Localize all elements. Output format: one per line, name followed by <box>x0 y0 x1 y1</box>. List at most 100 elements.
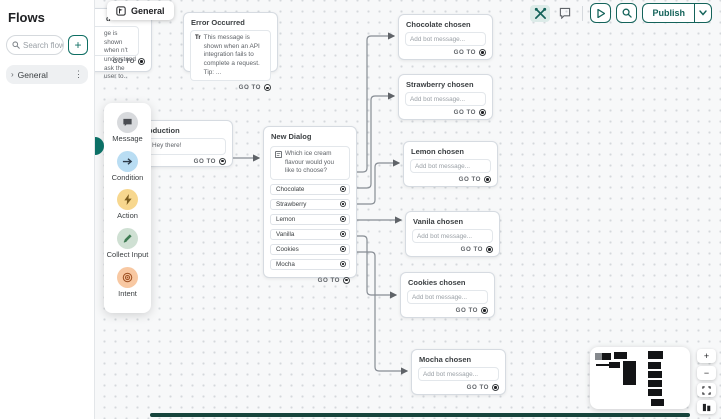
flows-sidebar: Flows Search flows + › General ⋮ <box>0 0 95 419</box>
bot-message-input[interactable]: Add bot message... <box>405 32 486 46</box>
comment-icon <box>560 7 571 19</box>
node-message[interactable]: Tr This message is shown when an API int… <box>190 30 271 82</box>
goto-port[interactable] <box>479 109 486 116</box>
lightning-icon <box>117 189 138 211</box>
option-port[interactable] <box>340 216 346 222</box>
node-title: Error Occurred <box>191 18 245 27</box>
zoom-out-button[interactable]: − <box>697 366 716 380</box>
fit-view-button[interactable] <box>697 383 716 397</box>
node-mocha-chosen[interactable]: Mocha chosen Add bot message... GO TO <box>411 349 506 395</box>
bot-message-input[interactable]: Add bot message... <box>407 290 488 304</box>
bot-message-input[interactable]: Add bot message... <box>410 159 491 173</box>
horizontal-scrollbar[interactable] <box>150 413 690 417</box>
minimap-node-block <box>651 399 664 406</box>
dialog-option[interactable]: Vanilla <box>270 228 350 240</box>
bot-message-input[interactable]: Add bot message... <box>405 92 486 106</box>
minimap-node-block <box>609 362 620 368</box>
goto-port[interactable] <box>479 49 486 56</box>
option-label: Vanilla <box>276 230 295 238</box>
option-port[interactable] <box>340 246 346 252</box>
layout-toggle-button[interactable] <box>697 400 716 414</box>
node-lemon-chosen[interactable]: Lemon chosen Add bot message... GO TO <box>403 141 498 187</box>
palette-label: Condition <box>111 172 144 182</box>
option-port[interactable] <box>340 201 346 207</box>
node-new-dialog[interactable]: New Dialog Which ice cream flavour would… <box>263 126 357 284</box>
tab-general[interactable]: General <box>107 1 174 20</box>
goto-port[interactable] <box>138 58 145 65</box>
minimap-node-block <box>648 362 661 369</box>
goto-label: GO TO <box>112 58 135 65</box>
pencil-icon <box>116 227 138 249</box>
flow-tab-icon <box>116 5 126 16</box>
dialog-option[interactable]: Mocha <box>270 258 350 270</box>
minimap-node-block <box>648 351 663 359</box>
search-canvas-button[interactable] <box>616 3 638 23</box>
goto-port[interactable] <box>484 176 491 183</box>
publish-button[interactable]: Publish <box>652 8 685 18</box>
dialog-option[interactable]: Cookies <box>270 243 350 255</box>
goto-port[interactable] <box>264 84 271 92</box>
dialog-option[interactable]: Lemon <box>270 213 350 225</box>
zoom-in-button[interactable]: + <box>697 349 716 363</box>
palette-item-action[interactable]: Action <box>117 189 138 221</box>
question-box[interactable]: Which ice cream flavour would you like t… <box>270 146 350 180</box>
node-chocolate-chosen[interactable]: Chocolate chosen Add bot message... GO T… <box>398 14 493 60</box>
question-text: Which ice cream flavour would you like t… <box>285 150 335 174</box>
node-error-occurred[interactable]: Error Occurred Tr This message is shown … <box>183 12 278 92</box>
node-vanila-chosen[interactable]: Vanila chosen Add bot message... GO TO <box>405 211 500 257</box>
comments-button[interactable] <box>555 5 575 22</box>
node-strawberry-chosen[interactable]: Strawberry chosen Add bot message... GO … <box>398 74 493 120</box>
bot-message-input[interactable]: Add bot message... <box>418 367 499 381</box>
goto-label: GO TO <box>455 307 478 314</box>
minimap-node-block <box>596 364 609 366</box>
palette-item-condition[interactable]: Condition <box>111 150 144 183</box>
option-label: Mocha <box>276 260 295 268</box>
add-flow-button[interactable]: + <box>68 35 88 55</box>
node-title: New Dialog <box>271 132 312 141</box>
condition-arrow-icon <box>116 150 138 172</box>
minimap-node-block <box>623 361 636 385</box>
option-port[interactable] <box>340 231 346 237</box>
dialog-option[interactable]: Strawberry <box>270 198 350 210</box>
bot-message-input[interactable]: Add bot message... <box>412 229 493 243</box>
goto-port[interactable] <box>343 276 350 284</box>
sidebar-collapse-handle[interactable] <box>95 137 104 155</box>
goto-label: GO TO <box>238 84 261 92</box>
goto-label: GO TO <box>466 384 489 391</box>
option-port[interactable] <box>340 261 346 267</box>
goto-port[interactable] <box>492 384 499 391</box>
sidebar-item-general[interactable]: › General ⋮ <box>6 65 88 84</box>
connector-mocha <box>357 251 409 375</box>
option-label: Strawberry <box>276 200 307 208</box>
build-tools-button[interactable] <box>530 4 551 22</box>
kebab-menu-icon[interactable]: ⋮ <box>74 69 83 79</box>
flow-canvas[interactable]: d ge is shown when n't understand ask th… <box>95 0 721 419</box>
chevron-right-icon[interactable]: › <box>11 70 14 79</box>
option-port[interactable] <box>340 186 346 192</box>
palette-item-intent[interactable]: Intent <box>117 266 138 299</box>
goto-port[interactable] <box>219 157 226 165</box>
goto-port[interactable] <box>486 246 493 253</box>
node-title: Vanila chosen <box>413 217 464 226</box>
node-cookies-chosen[interactable]: Cookies chosen Add bot message... GO TO <box>400 272 495 318</box>
node-message[interactable]: Hey there! <box>147 138 226 155</box>
palette-item-message[interactable]: Message <box>112 112 143 144</box>
layout-icon <box>702 403 711 411</box>
palette-label: Message <box>112 134 143 143</box>
publish-dropdown-button[interactable] <box>694 4 711 22</box>
palette-item-collect-input[interactable]: Collect Input <box>107 227 148 260</box>
node-title: Strawberry chosen <box>406 80 474 89</box>
node-title: Mocha chosen <box>419 355 472 364</box>
node-introduction[interactable]: oduction Hey there! GO TO <box>140 120 233 167</box>
minimap-node-block <box>595 353 602 360</box>
search-icon <box>12 41 20 49</box>
minimap[interactable] <box>590 347 690 409</box>
search-placeholder: Search flows <box>23 40 63 50</box>
node-message[interactable]: ge is shown when n't understand ask the … <box>95 26 139 80</box>
preview-play-button[interactable] <box>590 3 612 23</box>
search-input[interactable]: Search flows <box>6 35 64 55</box>
dialog-option[interactable]: Chocolate <box>270 183 350 195</box>
tab-label: General <box>131 5 165 16</box>
goto-port[interactable] <box>481 307 488 314</box>
chevron-down-icon <box>699 10 707 16</box>
